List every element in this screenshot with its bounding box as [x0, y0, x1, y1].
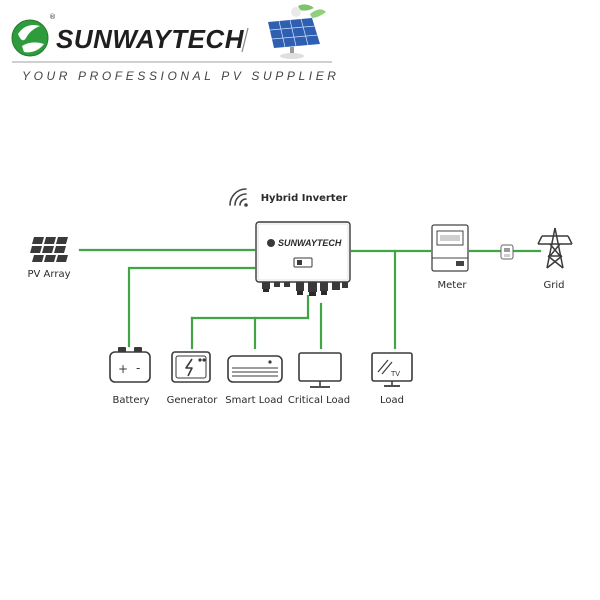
connector-battery: [127, 266, 256, 348]
generator-icon: [171, 351, 211, 383]
tv-icon: [371, 352, 413, 387]
battery-icon: [109, 347, 151, 383]
energy-meter-icon: [431, 224, 469, 272]
label-pv-array: PV Array: [27, 269, 71, 280]
registered-mark: ®: [49, 13, 56, 21]
label-generator: Generator: [166, 395, 218, 406]
connectors: [78, 248, 542, 350]
breaker-icon: [500, 244, 514, 260]
header-separator: [241, 27, 249, 53]
power-tower-icon: [537, 227, 573, 269]
label-hybrid-inverter: Hybrid Inverter: [260, 193, 348, 204]
brand-name: SUNWAYTECH: [56, 24, 244, 54]
solar-panel-icon: [30, 237, 68, 262]
air-conditioner-icon: [227, 355, 283, 383]
inverter-device-text: SUNWAYTECH: [278, 238, 342, 248]
brand-logo-icon: [11, 4, 332, 63]
label-load: Load: [380, 395, 404, 406]
battery-plus: +: [118, 362, 128, 376]
label-battery: Battery: [112, 395, 150, 406]
battery-minus: -: [136, 361, 140, 375]
tv-screen-text: TV: [390, 370, 400, 378]
tagline: YOUR PROFESSIONAL PV SUPPLIER: [22, 69, 340, 83]
label-meter: Meter: [437, 280, 467, 291]
header-solar-picture: [268, 4, 326, 59]
monitor-icon: [298, 352, 342, 388]
label-grid: Grid: [543, 280, 565, 291]
label-critical-load: Critical Load: [287, 395, 351, 406]
label-smart-load: Smart Load: [225, 395, 283, 406]
wifi-signal-icon: [229, 188, 248, 207]
logo-mark: [11, 19, 49, 57]
hybrid-inverter-icon: [255, 221, 351, 296]
